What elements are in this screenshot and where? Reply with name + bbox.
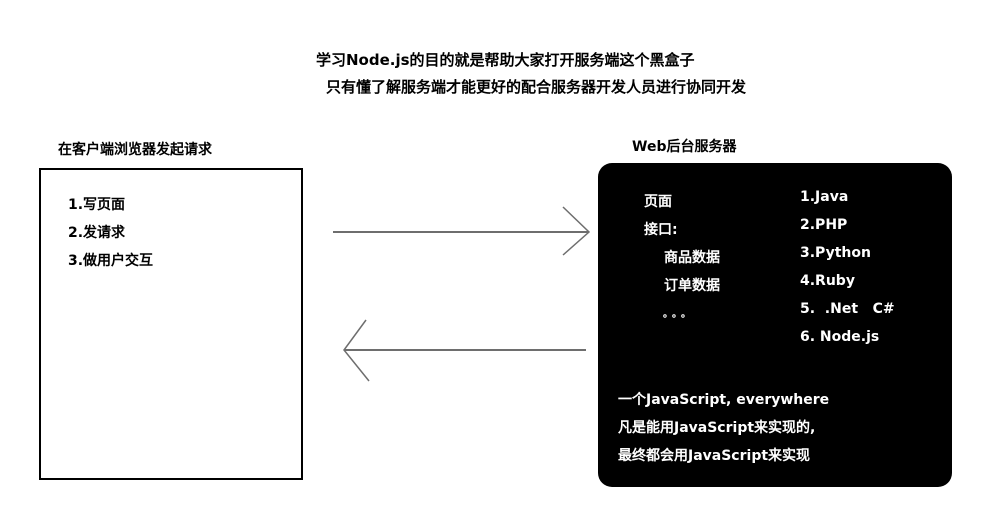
slogan-line: 最终都会用JavaScript来实现	[618, 448, 811, 464]
title-line-1: 学习Node.js的目的就是帮助大家打开服务端这个黑盒子	[316, 51, 695, 69]
server-item-api: 接口:	[644, 222, 678, 238]
language-item: 3.Python	[800, 245, 871, 261]
slogan-line: 一个JavaScript, everywhere	[618, 392, 830, 408]
language-item: 1.Java	[800, 189, 849, 205]
client-item: 2.发请求	[68, 225, 126, 241]
server-label: Web后台服务器	[632, 139, 737, 155]
client-label: 在客户端浏览器发起请求	[58, 142, 212, 158]
client-box	[39, 168, 303, 480]
left-arrow-icon	[343, 319, 586, 382]
slogan-line: 凡是能用JavaScript来实现的,	[618, 420, 816, 436]
client-item: 1.写页面	[68, 197, 126, 213]
right-arrow-icon	[333, 206, 591, 256]
server-box	[598, 163, 952, 487]
server-item-product-data: 商品数据	[664, 250, 720, 266]
language-item: 6. Node.js	[800, 329, 880, 345]
server-item-pages: 页面	[644, 194, 672, 210]
language-item: 2.PHP	[800, 217, 848, 233]
client-item: 3.做用户交互	[68, 253, 154, 269]
language-item: 4.Ruby	[800, 273, 855, 289]
server-item-ellipsis: 。。。	[663, 309, 695, 320]
language-item: 5. .Net C#	[800, 301, 895, 317]
title-line-2: 只有懂了解服务端才能更好的配合服务器开发人员进行协同开发	[326, 78, 747, 96]
server-item-order-data: 订单数据	[664, 278, 720, 294]
